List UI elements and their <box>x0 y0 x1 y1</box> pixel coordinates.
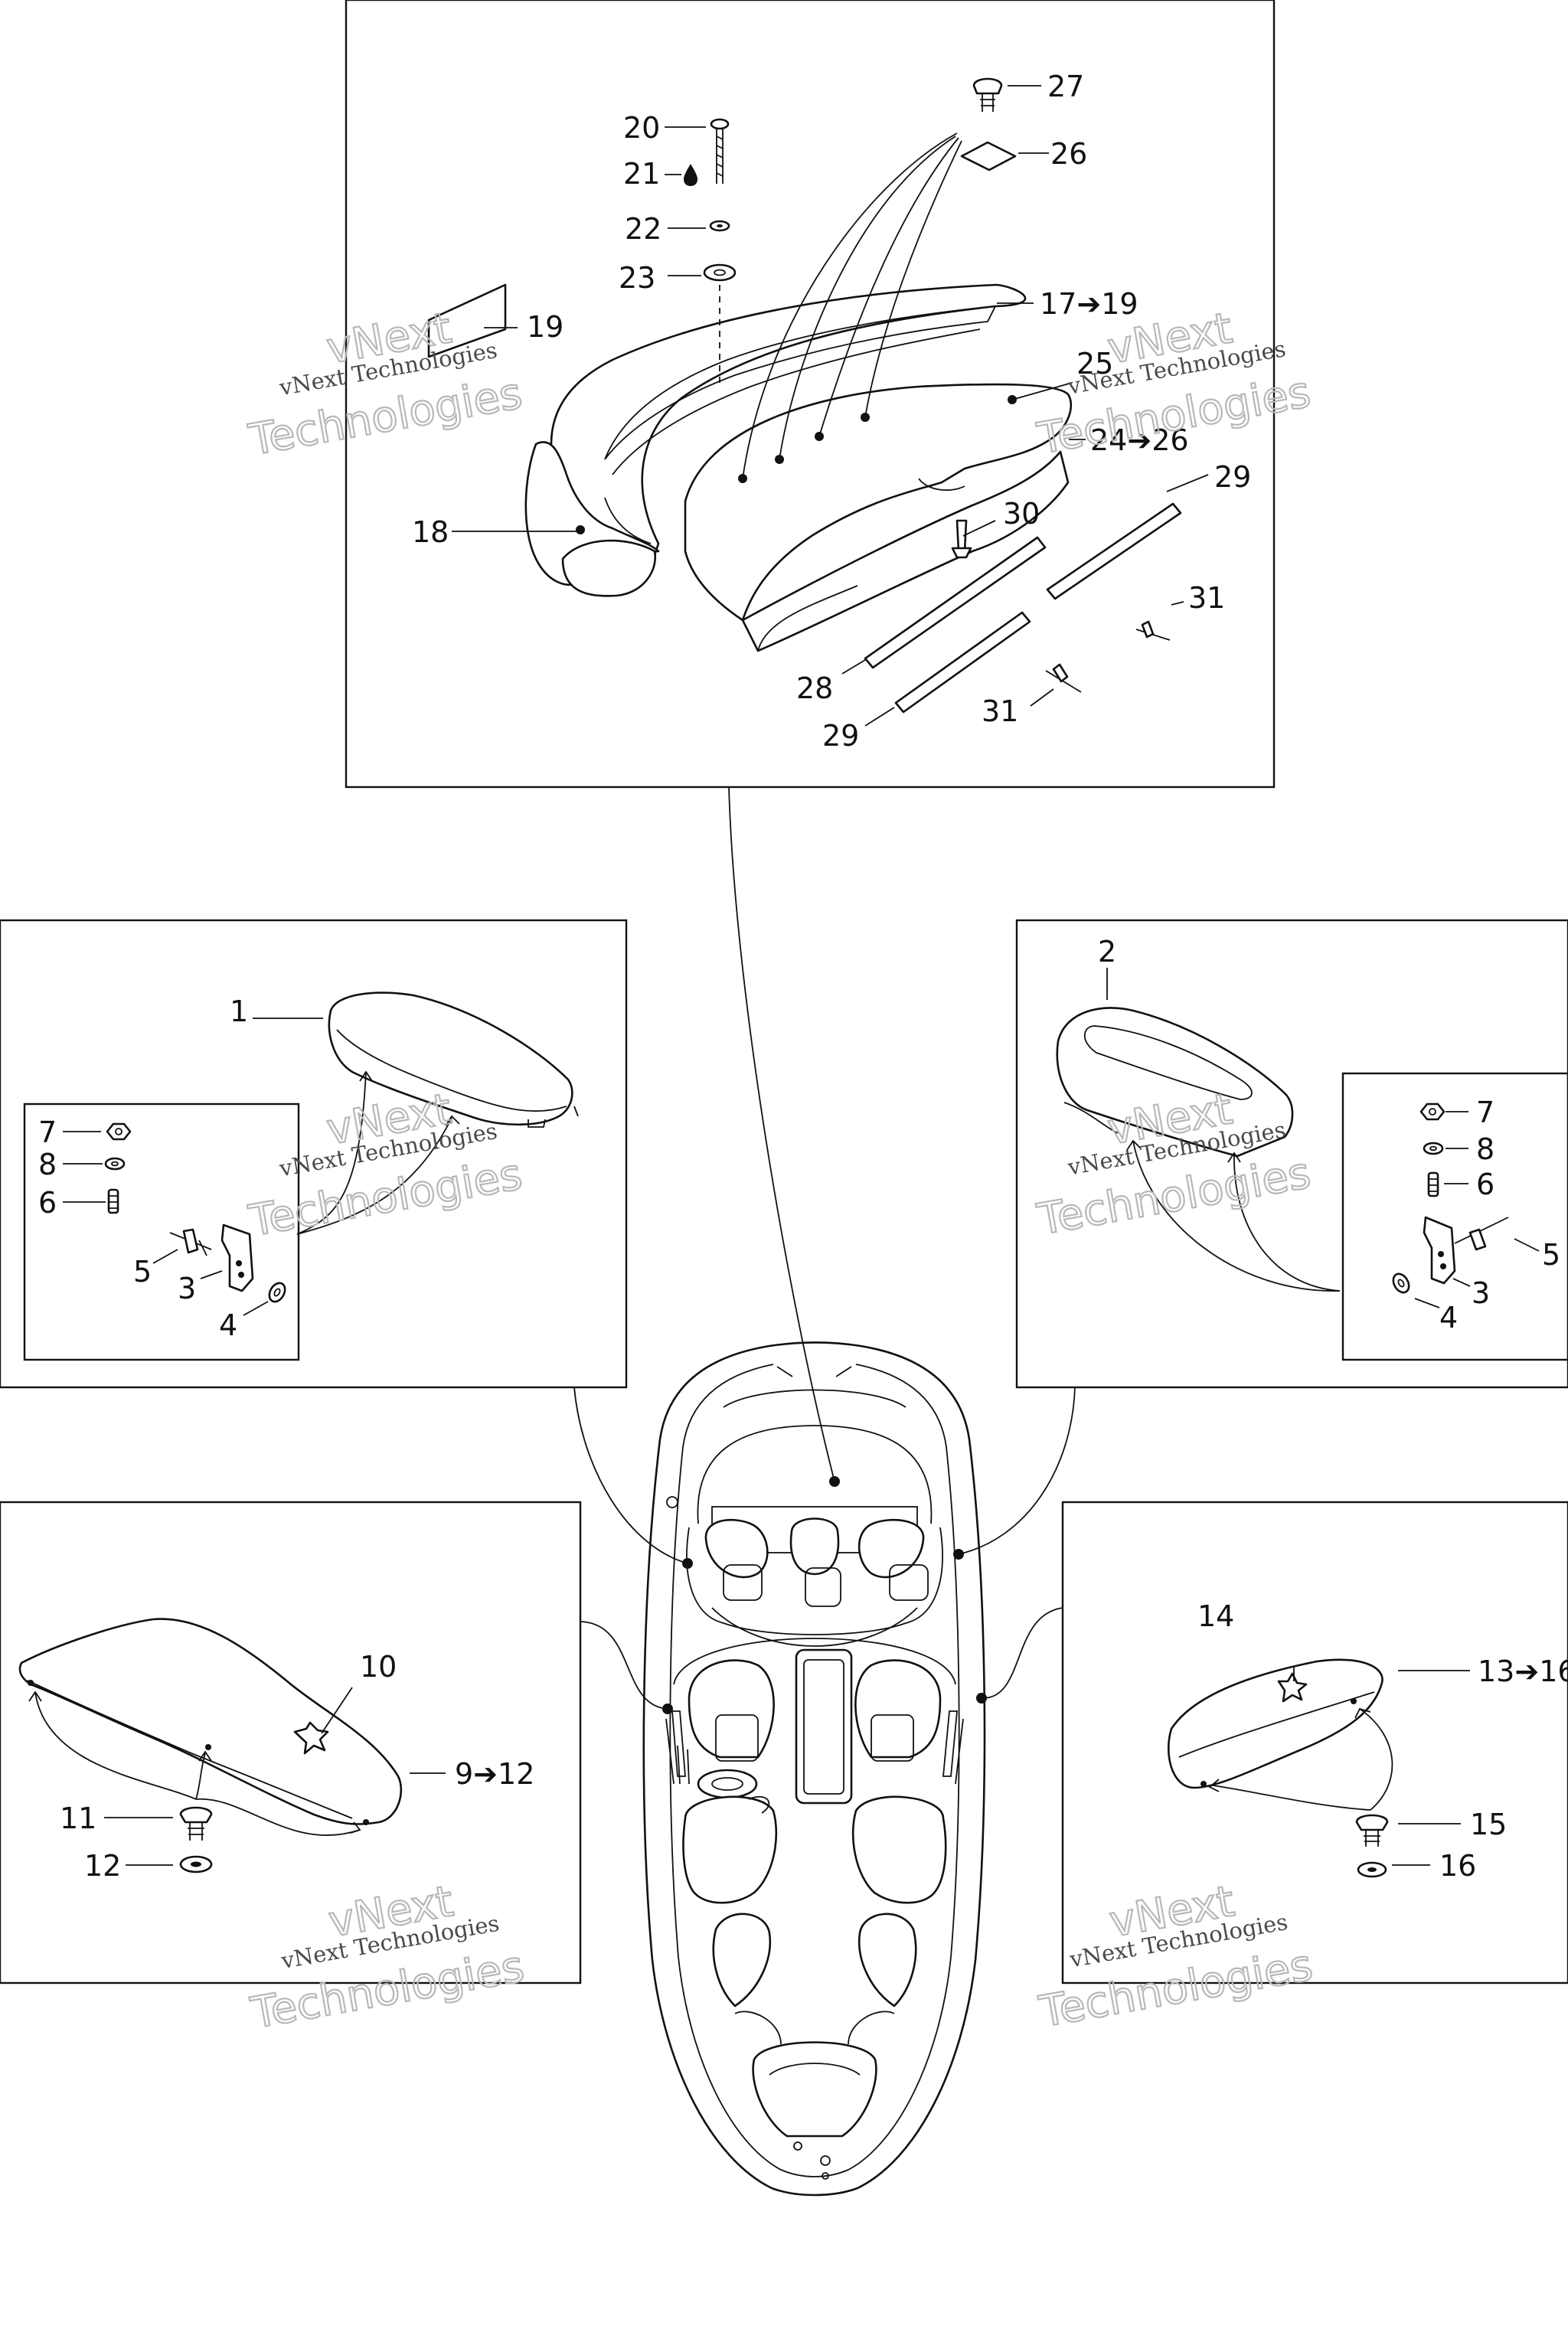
left-cushion-9[interactable] <box>18 1618 403 1825</box>
callout-5-right: 5 <box>1542 1238 1560 1272</box>
callout-29-bottom: 29 <box>822 719 859 753</box>
trim-strip-28[interactable] <box>864 536 1047 669</box>
bracket-3-right[interactable] <box>1423 1216 1456 1285</box>
callout-24: 24➔26 <box>1090 423 1189 457</box>
callout-7-left: 7 <box>38 1116 57 1149</box>
callout-9: 9➔12 <box>455 1757 534 1791</box>
watermark-bottom-right: vNext vNext Technologies Technologies <box>1034 1876 1317 2038</box>
callout-6-left: 6 <box>38 1186 57 1220</box>
right-seat-leaders <box>1106 968 1341 1292</box>
panel-left-cushion <box>0 1501 582 1984</box>
panel-left-hardware-inset <box>23 1102 300 1361</box>
callout-16: 16 <box>1439 1849 1476 1883</box>
callout-21: 21 <box>623 157 660 191</box>
callout-25: 25 <box>1076 347 1113 381</box>
callout-3-left: 3 <box>178 1272 196 1305</box>
right-seat-2[interactable] <box>1056 1007 1294 1158</box>
right-inset-callout-lines <box>1414 1111 1540 1308</box>
drop-icon-21 <box>684 164 697 186</box>
washer-23[interactable] <box>703 263 737 282</box>
washer-16[interactable] <box>1357 1861 1387 1878</box>
left-inset-callout-lines <box>63 1131 269 1316</box>
rear-seat-leaders <box>576 132 1017 534</box>
callout-4-left: 4 <box>219 1308 237 1342</box>
washer-22[interactable] <box>709 220 730 232</box>
panel-leader-lines <box>573 786 1076 1710</box>
callout-14: 14 <box>1197 1599 1234 1633</box>
rivet-27[interactable] <box>972 77 1003 112</box>
callout-26: 26 <box>1050 137 1087 171</box>
panel-left-seat <box>0 919 628 1389</box>
callout-10: 10 <box>360 1650 397 1684</box>
callout-5-left: 5 <box>133 1255 152 1289</box>
washer-4-left[interactable] <box>266 1280 289 1305</box>
fastener-30[interactable] <box>951 519 972 559</box>
panel-right-seat <box>1015 919 1568 1389</box>
callout-3-right: 3 <box>1472 1276 1490 1310</box>
trim-strip-29-top[interactable] <box>1046 502 1182 600</box>
callout-15: 15 <box>1470 1808 1507 1841</box>
bolt-20[interactable] <box>710 118 730 184</box>
callout-labels: 20 21 22 23 19 18 27 26 17➔19 25 24➔26 2… <box>38 70 1568 1883</box>
callout-18: 18 <box>412 515 449 549</box>
top-callout-lines <box>452 85 1209 727</box>
plate-26[interactable] <box>960 141 1017 172</box>
callout-11: 11 <box>60 1802 96 1835</box>
left-seat-1[interactable] <box>328 991 579 1128</box>
callout-13: 13➔16 <box>1478 1655 1568 1688</box>
callout-8-right: 8 <box>1476 1132 1494 1166</box>
left-cushion-leaders <box>28 1690 361 1836</box>
callout-17: 17➔19 <box>1040 287 1138 321</box>
decal-19[interactable] <box>427 283 507 358</box>
panel-right-cushion <box>1061 1501 1568 1984</box>
callout-22: 22 <box>625 212 662 246</box>
rivet-5-left[interactable] <box>169 1228 212 1256</box>
callout-29-top: 29 <box>1214 460 1251 494</box>
pin-31-right[interactable] <box>1135 620 1171 641</box>
bracket-3-left[interactable] <box>220 1223 254 1292</box>
callout-2: 2 <box>1098 935 1116 969</box>
callout-27: 27 <box>1047 70 1084 103</box>
rear-seat-backrest[interactable] <box>524 283 1027 597</box>
panel-rear-seat <box>345 0 1276 789</box>
washer-8-left[interactable] <box>104 1157 126 1171</box>
watermark-bottom-left: vNext vNext Technologies Technologies <box>247 1876 529 2040</box>
callout-31-left: 31 <box>982 694 1018 728</box>
boat-hull-top-view <box>642 1341 987 2197</box>
washer-8-right[interactable] <box>1423 1142 1444 1155</box>
left-seat-leaders <box>253 1018 460 1235</box>
callout-31-right: 31 <box>1188 581 1225 615</box>
washer-4-right[interactable] <box>1390 1271 1413 1295</box>
plug-15[interactable] <box>1355 1814 1389 1847</box>
washer-12[interactable] <box>179 1855 213 1873</box>
callout-20: 20 <box>623 111 660 145</box>
nut-7-right[interactable] <box>1419 1102 1446 1121</box>
right-cushion-leaders <box>1208 1666 1393 1811</box>
nut-7-left[interactable] <box>106 1122 132 1141</box>
pin-31-left[interactable] <box>1045 663 1082 693</box>
callout-12: 12 <box>84 1849 121 1883</box>
right-cushion-callout-lines <box>1392 1670 1470 1866</box>
callout-19: 19 <box>527 310 564 344</box>
callout-28: 28 <box>796 671 833 705</box>
callout-6-right: 6 <box>1476 1168 1494 1201</box>
callout-4-right: 4 <box>1439 1301 1458 1334</box>
callout-30: 30 <box>1003 497 1040 531</box>
callout-8-left: 8 <box>38 1148 57 1181</box>
stud-6-right[interactable] <box>1427 1171 1439 1197</box>
plug-11[interactable] <box>179 1806 213 1841</box>
stud-6-left[interactable] <box>107 1188 119 1214</box>
callout-23: 23 <box>619 261 655 295</box>
callout-1: 1 <box>230 995 248 1028</box>
rivet-5-right[interactable] <box>1454 1217 1509 1251</box>
panel-right-hardware-inset <box>1341 1072 1568 1361</box>
callout-7-right: 7 <box>1476 1096 1494 1129</box>
left-cushion-callout-lines <box>104 1687 446 1866</box>
right-cushion-13[interactable] <box>1167 1658 1383 1789</box>
trim-strip-29-bottom[interactable] <box>894 611 1031 714</box>
